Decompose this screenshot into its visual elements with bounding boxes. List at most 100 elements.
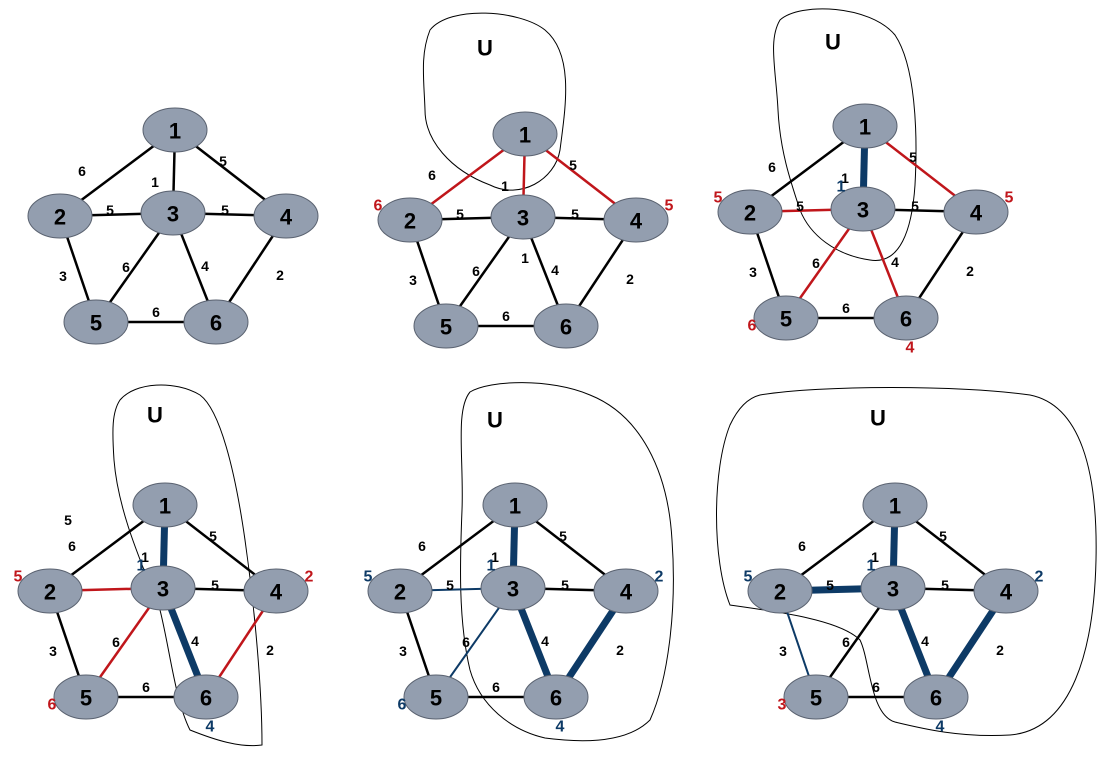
node-shape bbox=[140, 190, 206, 236]
edge-weight-label: 6 bbox=[122, 259, 130, 275]
node-shape bbox=[243, 568, 309, 614]
node-shape bbox=[130, 565, 196, 611]
node-shape bbox=[533, 303, 599, 349]
graph-node-1: 1 bbox=[482, 482, 548, 528]
u-set-outline bbox=[422, 12, 567, 191]
node-shape bbox=[717, 189, 783, 235]
node-label: 2 bbox=[394, 580, 406, 605]
graph-node-2: 2 bbox=[377, 197, 443, 243]
node-label: 1 bbox=[859, 115, 871, 140]
node-shape bbox=[943, 189, 1009, 235]
edge-weight-label: 6 bbox=[768, 159, 776, 175]
graph-node-5: 5 bbox=[753, 295, 819, 341]
node-shape bbox=[480, 565, 546, 611]
edge-weight-label: 4 bbox=[891, 254, 899, 270]
node-shape bbox=[490, 194, 556, 240]
edge-weight-label: 3 bbox=[59, 268, 67, 284]
node-label: 3 bbox=[857, 198, 869, 223]
node-label: 5 bbox=[80, 686, 92, 711]
node-distance-label: 2 bbox=[655, 569, 664, 586]
edge-weight-label: 3 bbox=[779, 643, 787, 659]
graph-node-1: 1 bbox=[862, 482, 928, 528]
node-shape bbox=[523, 674, 589, 720]
node-label: 5 bbox=[810, 686, 822, 711]
node-label: 6 bbox=[210, 311, 222, 336]
node-shape bbox=[783, 674, 849, 720]
node-shape bbox=[593, 568, 659, 614]
node-shape bbox=[860, 565, 926, 611]
graph-node-4: 4 bbox=[593, 568, 659, 614]
node-label: 5 bbox=[440, 315, 452, 340]
graph-node-3: 3 bbox=[130, 565, 196, 611]
edge-weight-label: 2 bbox=[276, 267, 284, 283]
node-shape bbox=[142, 107, 208, 153]
node-label: 4 bbox=[970, 201, 983, 226]
edge-weight-label: 5 bbox=[571, 206, 579, 222]
node-label: 3 bbox=[157, 577, 169, 602]
node-label: 6 bbox=[930, 686, 942, 711]
u-set-outline bbox=[716, 387, 1097, 737]
u-set-label: U bbox=[870, 406, 886, 431]
node-shape bbox=[873, 295, 939, 341]
edge-weight-label: 6 bbox=[798, 538, 806, 554]
edge-weight-label: 2 bbox=[616, 642, 624, 658]
node-label: 1 bbox=[889, 494, 901, 519]
graph-node-2: 2 bbox=[747, 568, 813, 614]
edge-weight-label: 2 bbox=[266, 642, 274, 658]
node-shape bbox=[17, 568, 83, 614]
edge-weight-label: 5 bbox=[796, 198, 804, 214]
edge-weight-label: 2 bbox=[966, 263, 974, 279]
node-distance-label: 5 bbox=[665, 198, 674, 215]
edge-weight-label: 6 bbox=[142, 679, 150, 695]
graph-node-5: 5 bbox=[413, 303, 479, 349]
node-shape bbox=[63, 299, 129, 345]
edge-weight-label: 5 bbox=[446, 577, 454, 593]
edge-weight-label: 5 bbox=[456, 206, 464, 222]
node-shape bbox=[53, 674, 119, 720]
edge-weight-label: 5 bbox=[826, 577, 834, 593]
node-distance-label: 5 bbox=[364, 569, 373, 586]
node-distance-label: 2 bbox=[305, 569, 314, 586]
node-label: 4 bbox=[620, 580, 633, 605]
u-set-label: U bbox=[487, 408, 503, 433]
edge-weight-label: 5 bbox=[559, 528, 567, 544]
graph-node-1: 1 bbox=[132, 482, 198, 528]
node-label: 5 bbox=[780, 307, 792, 332]
node-shape bbox=[830, 186, 896, 232]
node-label: 4 bbox=[280, 205, 293, 230]
graph-node-6: 6 bbox=[533, 303, 599, 349]
edge-weight-label: 6 bbox=[418, 538, 426, 554]
node-label: 2 bbox=[744, 201, 756, 226]
graph-node-3: 3 bbox=[860, 565, 926, 611]
edge-weight-label: 6 bbox=[78, 163, 86, 179]
edge-weight-label: 4 bbox=[551, 262, 559, 278]
node-shape bbox=[903, 674, 969, 720]
u-set-label: U bbox=[825, 30, 841, 55]
node-label: 1 bbox=[509, 494, 521, 519]
node-distance-label: 5 bbox=[14, 569, 23, 586]
edge-weight-label: 4 bbox=[921, 633, 929, 649]
node-distance-label: 2 bbox=[1035, 569, 1044, 586]
edge-weight-label: 5 bbox=[64, 512, 72, 528]
node-distance-label: 4 bbox=[206, 719, 215, 736]
edge-weight-label: 1 bbox=[871, 549, 879, 565]
edge-weight-label: 2 bbox=[996, 642, 1004, 658]
node-label: 3 bbox=[887, 577, 899, 602]
edge-weight-label: 6 bbox=[872, 679, 880, 695]
edge-weight-label: 6 bbox=[112, 634, 120, 650]
graph-node-4: 4 bbox=[253, 193, 319, 239]
node-label: 6 bbox=[550, 686, 562, 711]
graph-node-3: 3 bbox=[480, 565, 546, 611]
node-shape bbox=[173, 674, 239, 720]
node-distance-label: 6 bbox=[374, 198, 383, 215]
edge-weight-label: 5 bbox=[221, 202, 229, 218]
node-shape bbox=[832, 103, 898, 149]
node-distance-label: 5 bbox=[714, 190, 723, 207]
node-distance-label: 4 bbox=[936, 719, 945, 736]
node-label: 1 bbox=[159, 494, 171, 519]
edge-weight-label: 5 bbox=[909, 149, 917, 165]
node-label: 5 bbox=[430, 686, 442, 711]
u-set-outline bbox=[773, 8, 917, 261]
node-distance-label: 1 bbox=[137, 558, 146, 575]
edge-weight-label: 6 bbox=[462, 634, 470, 650]
